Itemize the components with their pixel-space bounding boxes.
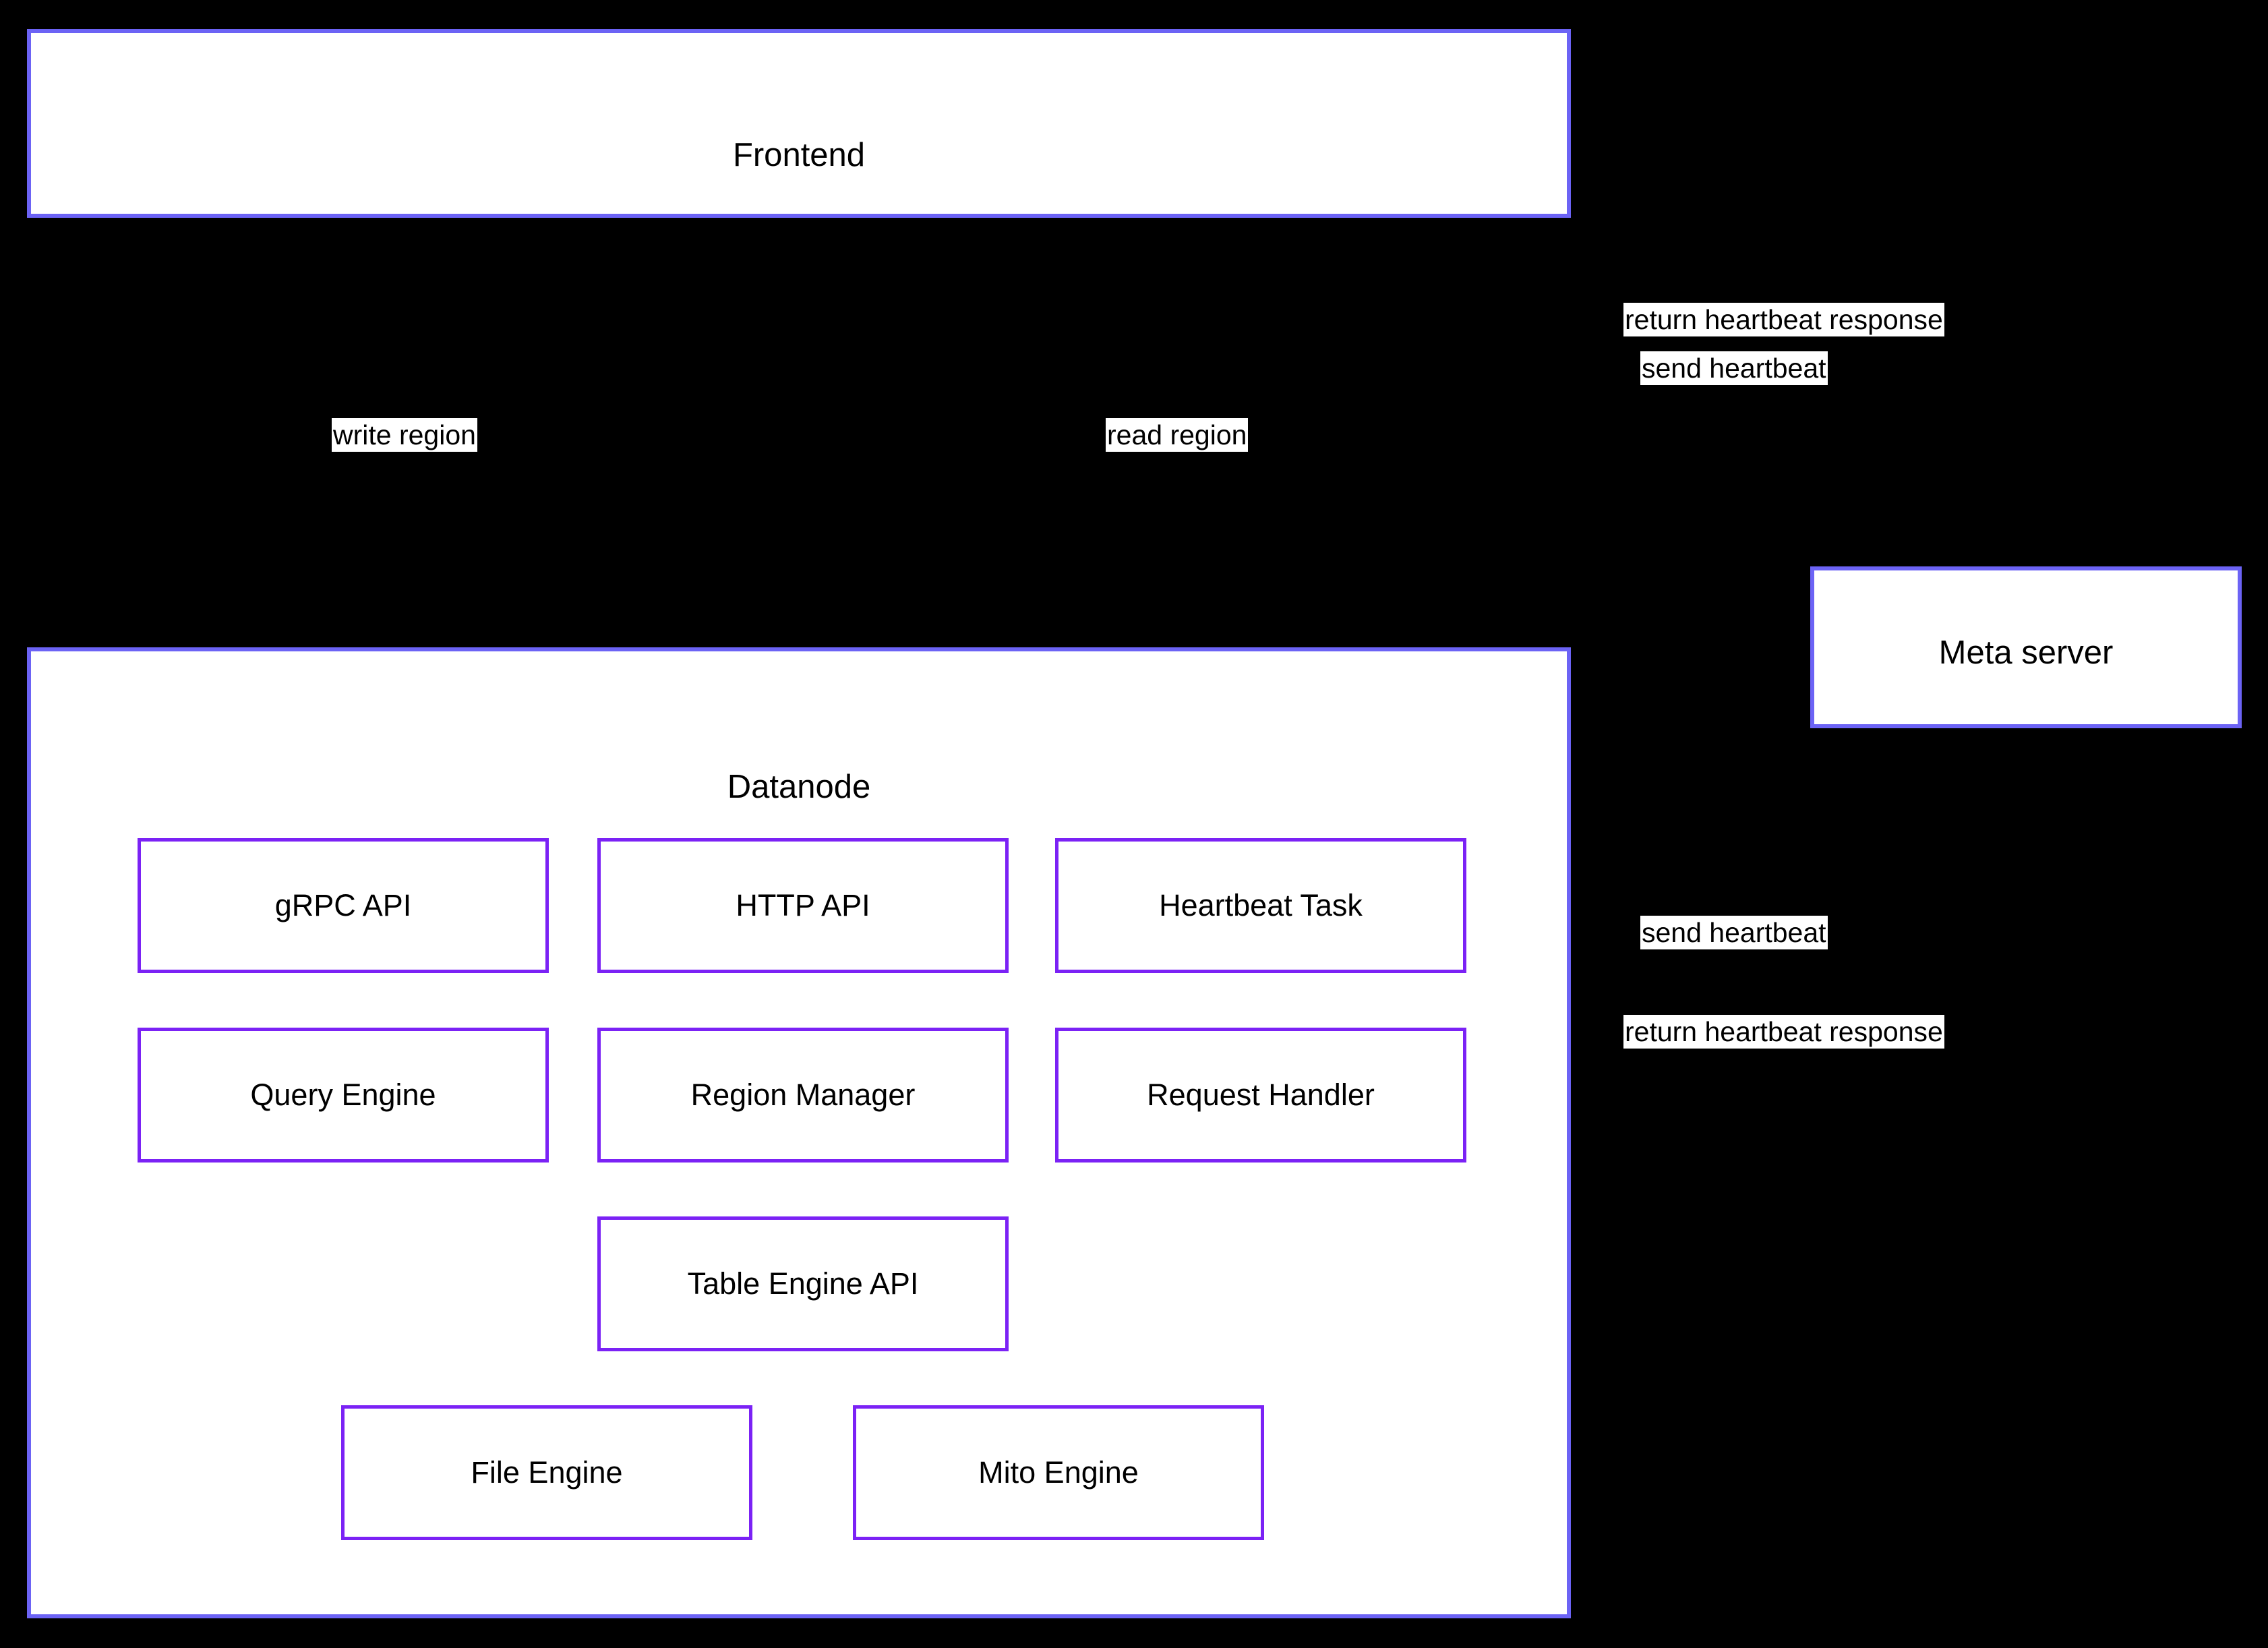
- component-grpc-api-label: gRPC API: [274, 888, 412, 923]
- component-region-manager[interactable]: Region Manager: [597, 1028, 1009, 1163]
- edge-datanode-send-heartbeat: [1572, 728, 1822, 872]
- component-grpc-api[interactable]: gRPC API: [138, 838, 549, 973]
- edge-label-datanode-return-heartbeat-response: return heartbeat response: [1623, 1015, 1944, 1049]
- frontend-node[interactable]: Frontend: [27, 29, 1571, 218]
- component-heartbeat-task-label: Heartbeat Task: [1159, 888, 1363, 923]
- component-query-engine[interactable]: Query Engine: [138, 1028, 549, 1163]
- component-request-handler-label: Request Handler: [1147, 1078, 1375, 1113]
- meta-server-label: Meta server: [1938, 635, 2114, 671]
- component-request-handler[interactable]: Request Handler: [1055, 1028, 1466, 1163]
- component-table-engine-api[interactable]: Table Engine API: [597, 1216, 1009, 1351]
- component-http-api-label: HTTP API: [736, 888, 870, 923]
- datanode-node[interactable]: Datanode gRPC API HTTP API Heartbeat Tas…: [27, 647, 1571, 1618]
- component-mito-engine[interactable]: Mito Engine: [853, 1405, 1264, 1540]
- component-http-api[interactable]: HTTP API: [597, 838, 1009, 973]
- component-heartbeat-task[interactable]: Heartbeat Task: [1055, 838, 1466, 973]
- edge-label-write-region: write region: [332, 418, 477, 452]
- component-file-engine-label: File Engine: [471, 1455, 623, 1490]
- edge-label-datanode-send-heartbeat: send heartbeat: [1640, 916, 1828, 950]
- frontend-label: Frontend: [732, 137, 866, 173]
- datanode-label: Datanode: [727, 769, 871, 805]
- component-mito-engine-label: Mito Engine: [978, 1455, 1139, 1490]
- component-region-manager-label: Region Manager: [690, 1078, 916, 1113]
- edge-label-frontend-send-heartbeat: send heartbeat: [1640, 351, 1828, 386]
- component-file-engine[interactable]: File Engine: [341, 1405, 752, 1540]
- meta-server-node[interactable]: Meta server: [1810, 566, 2242, 728]
- edge-label-read-region: read region: [1106, 418, 1249, 452]
- component-table-engine-api-label: Table Engine API: [687, 1266, 919, 1301]
- edge-label-frontend-return-heartbeat-response: return heartbeat response: [1623, 303, 1944, 337]
- component-query-engine-label: Query Engine: [250, 1078, 436, 1113]
